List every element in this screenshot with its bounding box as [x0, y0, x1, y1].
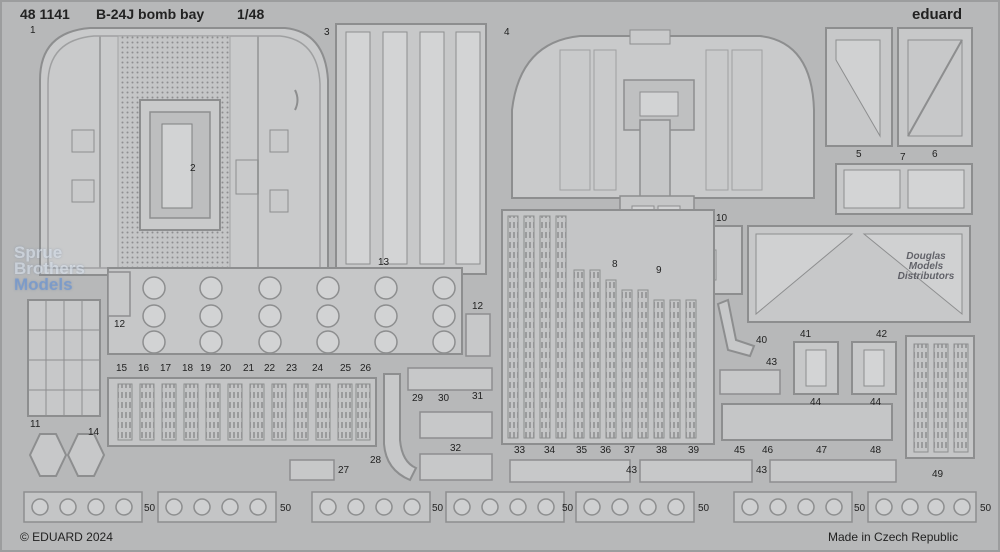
part-43-c	[639, 459, 753, 483]
part-number: 13	[378, 257, 390, 268]
parts-29-31	[407, 367, 493, 391]
part-13-bomb-rack-plate	[107, 267, 463, 355]
part-number: 15	[116, 363, 128, 374]
part-number: 23	[286, 363, 298, 374]
part-number: 45	[734, 445, 746, 456]
part-number: 6	[932, 149, 938, 160]
part-3-rails	[335, 23, 487, 275]
part-number: 12	[114, 319, 126, 330]
part-1-bomb-door	[39, 27, 329, 276]
parts-33-39-long-strips	[501, 209, 715, 445]
brand-logo: eduard	[912, 6, 963, 23]
part-number: 43	[756, 465, 768, 476]
part-number: 20	[220, 363, 232, 374]
part-number: 41	[800, 329, 812, 340]
part-number: 43	[766, 357, 778, 368]
part-number: 8	[612, 259, 618, 270]
part-number: 31	[472, 391, 484, 402]
part-number: 26	[360, 363, 372, 374]
part-number: 16	[138, 363, 150, 374]
part-number: 1	[30, 25, 36, 36]
part-number: 28	[370, 455, 382, 466]
part-number: 21	[243, 363, 255, 374]
part-number: 7	[900, 152, 906, 163]
triangle-panels	[747, 225, 971, 323]
part-number: 17	[160, 363, 172, 374]
sbm-watermark: Sprue Brothers Models	[14, 243, 85, 294]
part-number: 30	[438, 393, 450, 404]
part-number: 12	[472, 301, 484, 312]
part-number: 50	[144, 503, 156, 514]
parts-45-48	[721, 403, 893, 441]
part-number: 43	[626, 465, 638, 476]
part-number: 50	[280, 503, 292, 514]
part-number: 32	[450, 443, 462, 454]
part-number: 2	[190, 163, 196, 174]
part-number: 29	[412, 393, 424, 404]
part-40-angle	[716, 298, 756, 358]
part-32-b	[419, 453, 493, 481]
part-number: 50	[854, 503, 866, 514]
part-number: 19	[200, 363, 212, 374]
part-number: 4	[504, 27, 510, 38]
part-11-ladder	[27, 299, 101, 417]
part-number: 11	[30, 419, 41, 430]
part-number: 33	[514, 445, 526, 456]
part-number: 3	[324, 27, 330, 38]
part-number: 50	[432, 503, 444, 514]
part-number: 38	[656, 445, 668, 456]
part-14-brackets	[28, 433, 106, 477]
part-number: 50	[698, 503, 710, 514]
part-50-gears	[23, 491, 977, 523]
part-number: 24	[312, 363, 324, 374]
part-number: 10	[716, 213, 728, 224]
part-43-b	[509, 459, 631, 483]
part-number: 44	[870, 397, 882, 408]
parts-5-6-panels	[825, 27, 973, 147]
part-12-strip-a	[107, 271, 131, 317]
part-number: 42	[876, 329, 888, 340]
part-number: 36	[600, 445, 612, 456]
copyright: © EDUARD 2024	[20, 530, 113, 544]
product-title: B-24J bomb bay	[96, 6, 205, 22]
part-43-a	[719, 369, 781, 395]
part-number: 44	[810, 397, 822, 408]
part-28-curved-strip	[383, 373, 418, 482]
part-number: 39	[688, 445, 700, 456]
part-number: 48	[870, 445, 882, 456]
part-12-strip-b	[465, 313, 491, 357]
part-number: 37	[624, 445, 636, 456]
part-number: 27	[338, 465, 350, 476]
part-number: 40	[756, 335, 768, 346]
scale-label: 1/48	[237, 6, 265, 22]
part-number: 35	[576, 445, 588, 456]
part-number: 9	[656, 265, 662, 276]
parts-15-26-straps	[107, 377, 377, 447]
part-7-frames	[835, 163, 973, 215]
part-number: 49	[932, 469, 944, 480]
part-number: 22	[264, 363, 276, 374]
part-27	[289, 459, 335, 481]
part-32-a	[419, 411, 493, 439]
part-number: 5	[856, 149, 862, 160]
part-4-bomb-door	[511, 29, 815, 199]
part-number: 50	[562, 503, 574, 514]
part-number: 46	[762, 445, 774, 456]
part-number: 25	[340, 363, 352, 374]
part-49-rivet-strips	[905, 335, 975, 459]
part-number: 34	[544, 445, 556, 456]
part-number: 14	[88, 427, 100, 438]
origin: Made in Czech Republic	[828, 530, 959, 544]
part-number: 18	[182, 363, 194, 374]
part-number: 50	[980, 503, 992, 514]
part-43-d	[769, 459, 897, 483]
dmd-watermark: Douglas Models Distributors	[897, 251, 955, 282]
part-number: 47	[816, 445, 828, 456]
product-code: 48 1141	[20, 6, 70, 22]
